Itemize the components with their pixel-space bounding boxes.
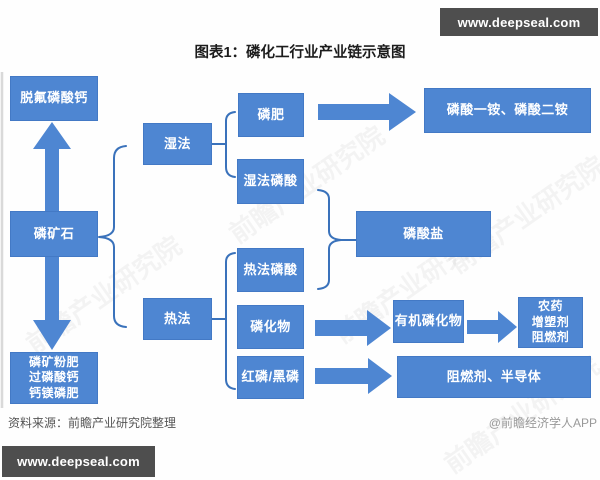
node-defluorinated-calcium-phosphate: 脱氟磷酸钙 [10,76,98,121]
arrow-organophosphates-to-pesticide-group [467,311,517,343]
node-line: 增塑剂 [531,314,570,329]
brace-acids-to-phosphate-salts [317,189,357,290]
node-flame-retardant-semiconductor: 阻燃剂、半导体 [397,356,591,398]
arrow-redblack-to-retardant [315,358,392,394]
arrow-fertilizer-to-ammonium [318,93,416,131]
node-organophosphates: 有机磷化物 [393,300,464,343]
node-line: 农药 [537,299,563,314]
node-wet-process: 湿法 [143,123,212,165]
node-phosphate-rock: 磷矿石 [10,211,98,257]
bracket-wet-process-children [211,111,236,178]
node-red-black-phosphorus: 红磷/黑磷 [237,356,304,399]
node-line: 磷矿粉肥 [28,354,79,369]
node-powder-fertilizers: 磷矿粉肥 过磷酸钙 钙镁磷肥 [10,352,98,404]
source-note: 资料来源：前瞻产业研究院整理 [8,416,177,430]
chart-title: 图表1：磷化工行业产业链示意图 [194,45,406,61]
credit-note: @前瞻经济学人APP [488,416,597,430]
node-pesticide-plasticizer-retardant: 农药 增塑剂 阻燃剂 [518,297,583,348]
node-phosphate-salts: 磷酸盐 [356,211,491,257]
node-phosphides: 磷化物 [237,305,304,349]
node-thermal-process: 热法 [143,298,212,340]
watermark-badge-bottom: www.deepseal.com [2,446,155,477]
node-phosphate-fertilizer: 磷肥 [238,93,304,137]
node-line: 过磷酸钙 [28,370,79,385]
arrow-rock-to-defluorinated [33,122,71,211]
arrow-phosphides-to-organophosphates [315,310,391,346]
node-ammonium-phosphates: 磷酸一铵、磷酸二铵 [424,88,591,133]
bracket-thermal-process-children [211,252,236,390]
node-line: 阻燃剂 [531,330,570,345]
node-line: 钙镁磷肥 [28,385,79,400]
node-wet-phosphoric-acid: 湿法磷酸 [237,159,304,204]
node-thermal-phosphoric-acid: 热法磷酸 [237,248,304,292]
brace-rock-to-processes [98,145,127,328]
watermark-badge-top: www.deepseal.com [440,8,598,36]
arrow-rock-to-powder-fertilizers [33,257,71,350]
